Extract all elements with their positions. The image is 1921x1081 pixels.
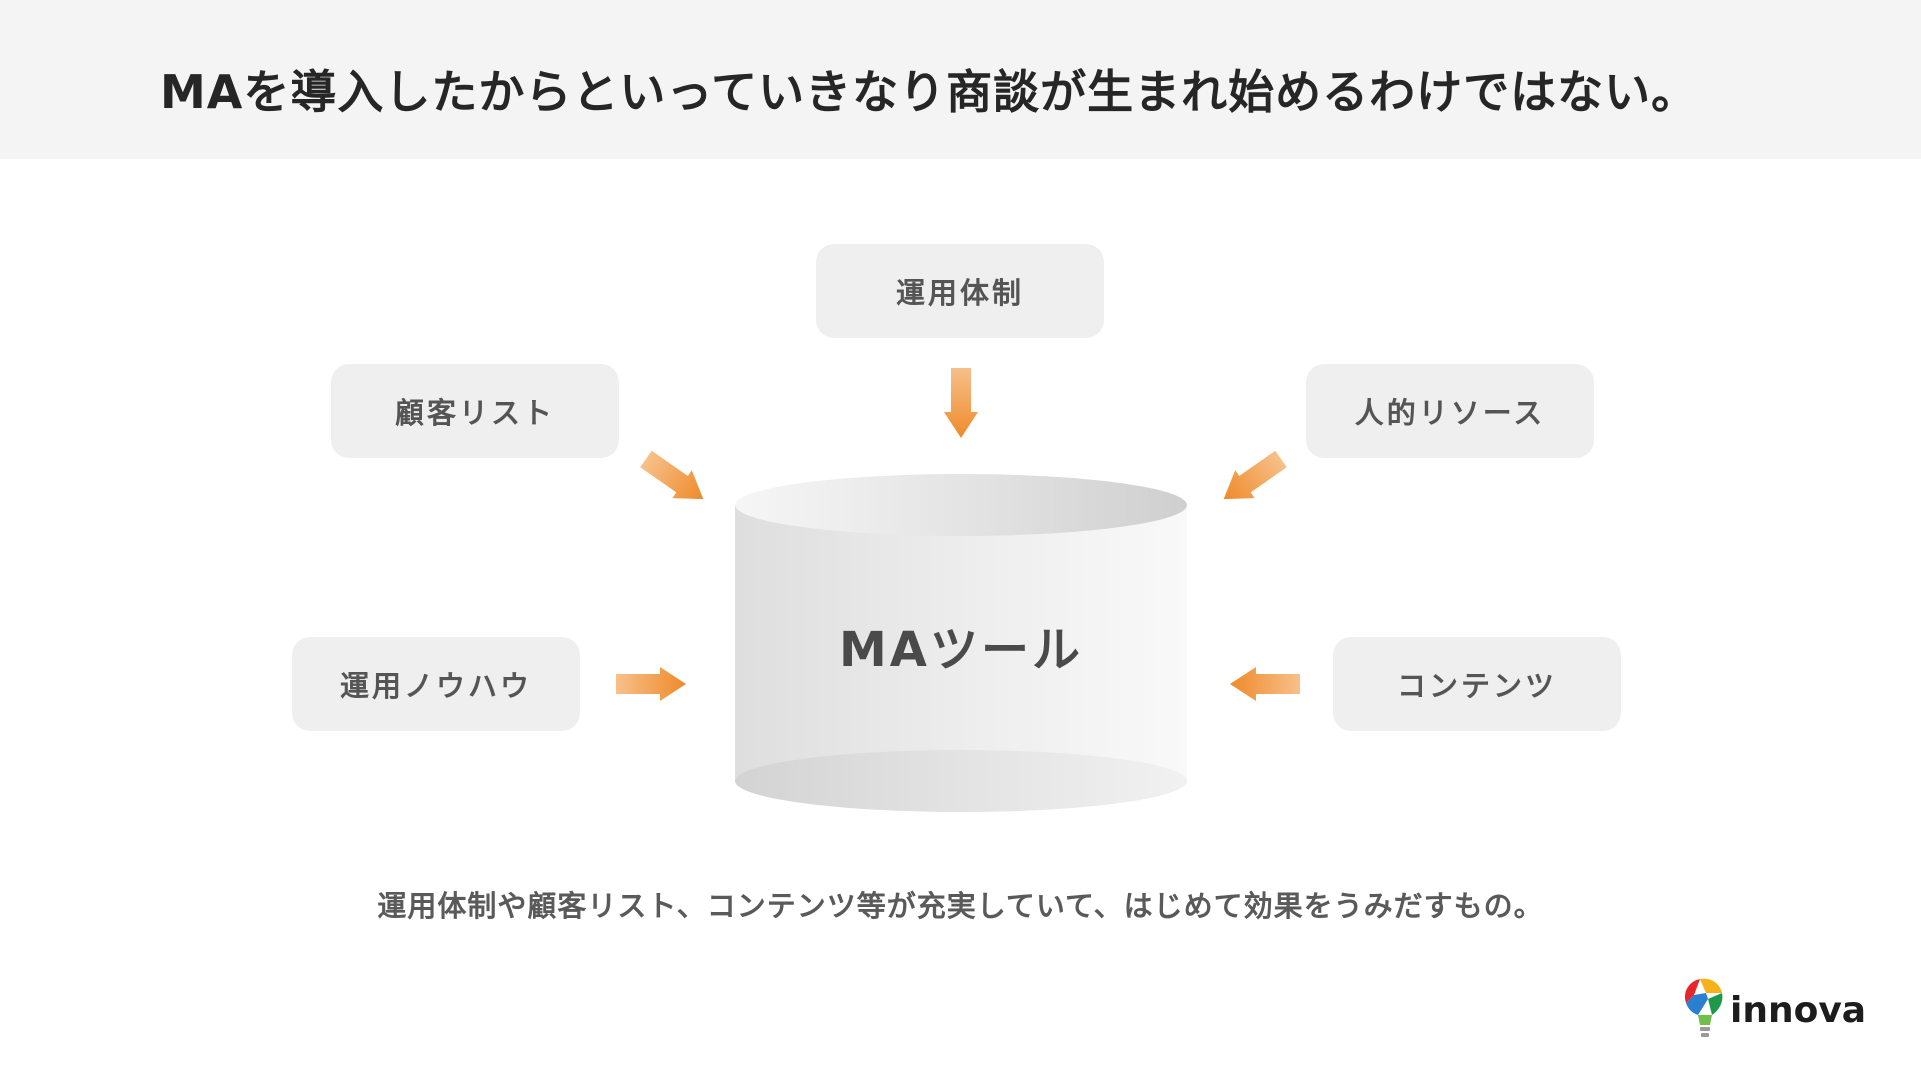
arrow-from-top bbox=[944, 368, 978, 438]
ma-tool-label: MAツール bbox=[839, 622, 1083, 678]
brand-logo: innova bbox=[1680, 975, 1866, 1045]
header-band bbox=[0, 0, 1921, 159]
brand-wordmark: innova bbox=[1730, 989, 1867, 1031]
ma-tool-cylinder bbox=[735, 474, 1187, 812]
arrow-from-bottom-left bbox=[616, 667, 686, 701]
arrow-from-top-right bbox=[1213, 445, 1291, 514]
lightbulb-icon bbox=[1684, 978, 1723, 1037]
node-operation-structure: 運用体制 bbox=[816, 244, 1104, 338]
diagram-caption: 運用体制や顧客リスト、コンテンツ等が充実していて、はじめて効果をうみだすもの。 bbox=[377, 889, 1544, 923]
page-title: MAを導入したからといっていきなり商談が生まれ始めるわけではない。 bbox=[160, 65, 1699, 119]
arrow-from-bottom-right bbox=[1230, 667, 1300, 701]
node-operation-knowhow: 運用ノウハウ bbox=[292, 637, 580, 731]
node-content: コンテンツ bbox=[1333, 637, 1621, 731]
node-human-resources: 人的リソース bbox=[1306, 364, 1594, 458]
arrow-from-top-left bbox=[636, 445, 714, 514]
node-customer-list: 顧客リスト bbox=[331, 364, 619, 458]
